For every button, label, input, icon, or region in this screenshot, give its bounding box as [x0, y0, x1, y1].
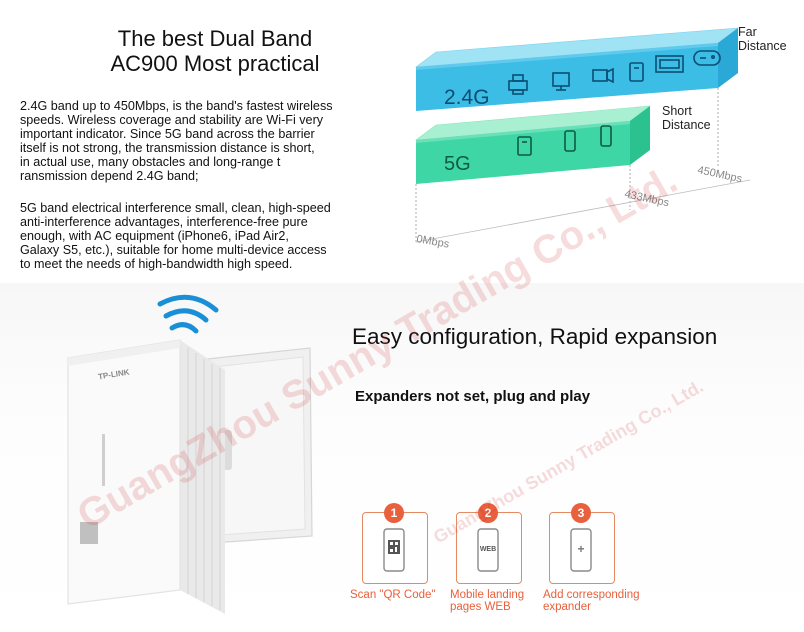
hero-headline: Easy configuration, Rapid expansion [352, 324, 718, 349]
headline-line-2: AC900 Most practical [110, 51, 320, 76]
band-24g-slab [414, 27, 740, 111]
step-2-screen-text: WEB [479, 546, 497, 553]
phone-icon [600, 125, 612, 147]
monitor-icon [552, 72, 570, 91]
speed-0-label: 0Mbps [415, 233, 450, 251]
band-24g-devices [508, 50, 721, 95]
gamepad-icon [693, 50, 721, 66]
headline-line-1: The best Dual Band [117, 26, 313, 51]
game-console-icon [655, 55, 684, 73]
plus-phone-icon [570, 528, 592, 572]
certification-marks [80, 522, 98, 544]
camera-icon [592, 67, 614, 84]
extender-product-image [67, 294, 313, 614]
step-3-number: 3 [571, 503, 591, 523]
qr-phone-icon [383, 528, 405, 572]
band-distance-diagram: 2.4G 5G [414, 27, 751, 251]
paragraph-5g: 5G band electrical interference small, c… [20, 201, 331, 271]
printer-icon [508, 74, 528, 95]
band-24g-label: 2.4G [444, 86, 490, 109]
phone-icon [564, 130, 576, 152]
step-1-label: Scan "QR Code" [350, 589, 436, 601]
tablet-icon [517, 136, 532, 156]
band-5g-label: 5G [444, 153, 471, 175]
band-5g-devices [517, 125, 612, 156]
wifi-icon [157, 294, 219, 334]
step-2-label: Mobile landing pages WEB [450, 589, 525, 613]
step-3-label: Add corresponding expander [543, 589, 640, 613]
headline: The best Dual Band AC900 Most practical [60, 26, 370, 76]
short-distance-label: Short Distance [662, 104, 711, 132]
speed-axis [415, 179, 751, 243]
hero-subheadline: Expanders not set, plug and play [355, 388, 591, 405]
web-phone-icon [477, 528, 499, 572]
led-strip [102, 434, 105, 486]
step-2-number: 2 [478, 503, 498, 523]
step-1-number: 1 [384, 503, 404, 523]
tablet-icon [629, 62, 644, 82]
paragraph-24g: 2.4G band up to 450Mbps, is the band's f… [20, 99, 333, 183]
band-5g-slab [414, 105, 652, 184]
step-3-screen-text: + [577, 542, 585, 556]
speed-450-label: 450Mbps [696, 164, 743, 185]
far-distance-label: Far Distance [738, 25, 787, 53]
